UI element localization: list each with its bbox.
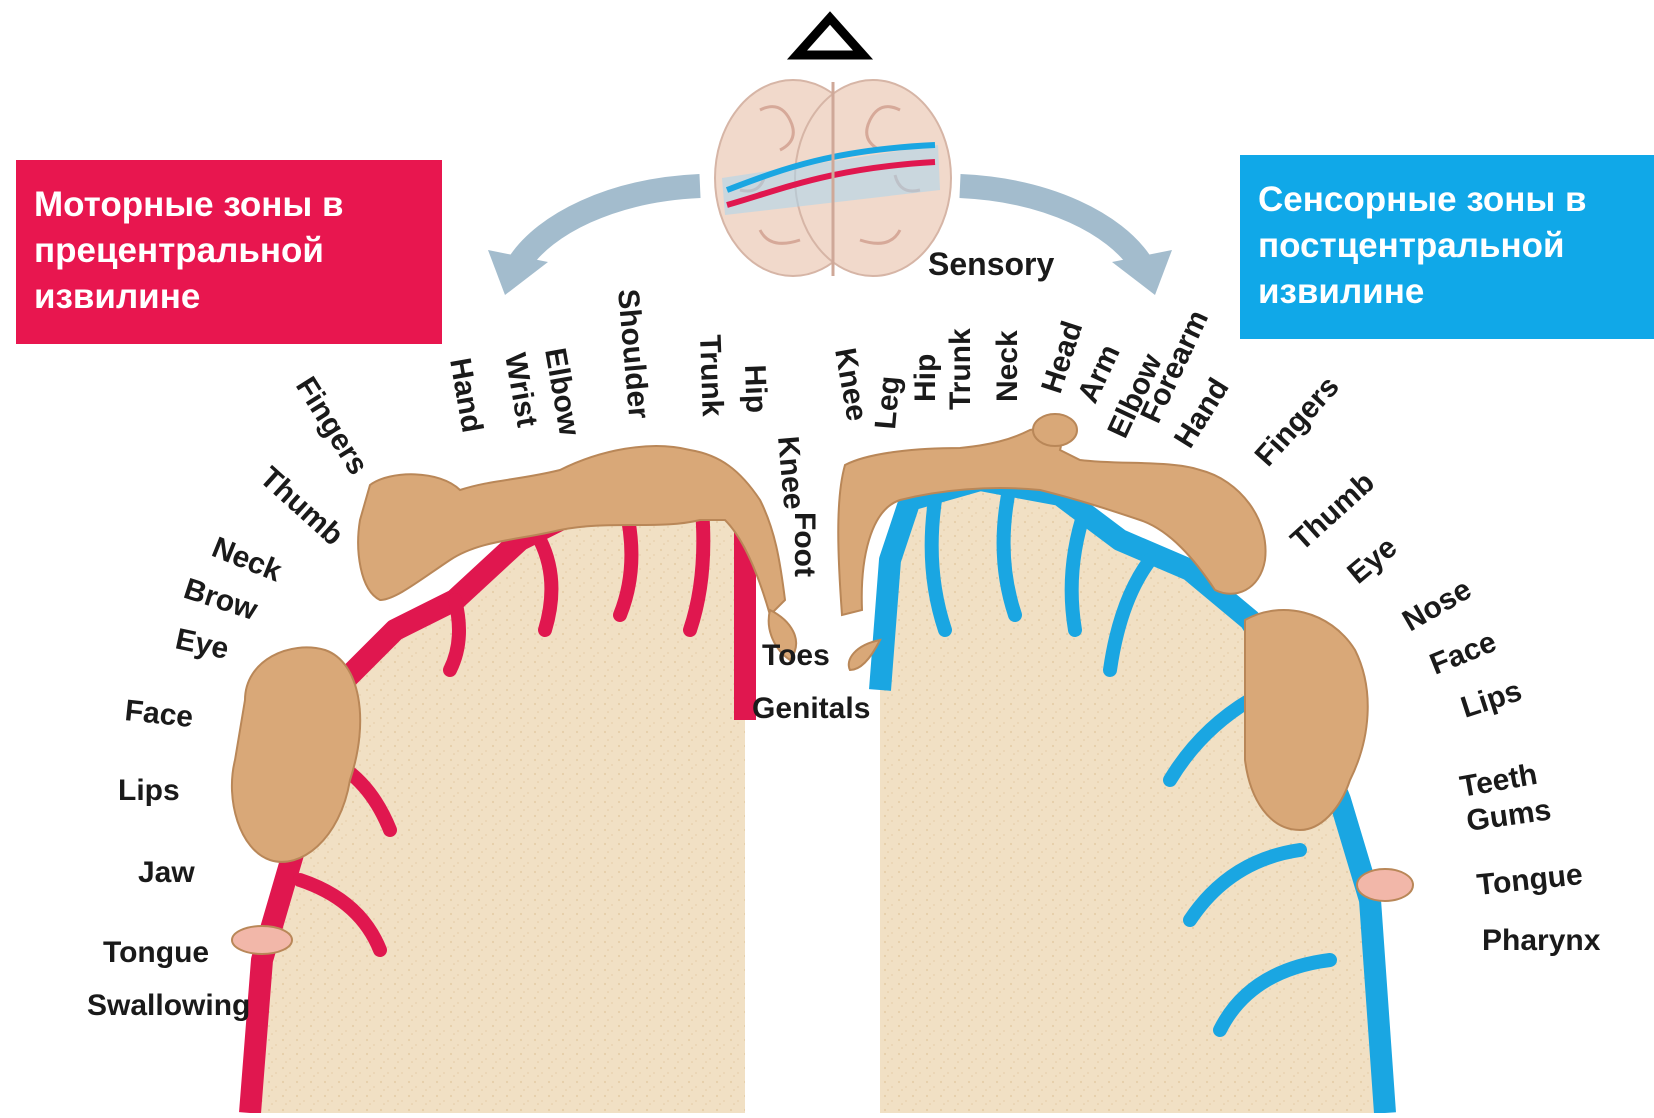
- motor-label-trunk: Trunk: [693, 334, 729, 417]
- sensory-label-fingers: Fingers: [1249, 370, 1346, 473]
- motor-label-wrist: Wrist: [498, 350, 543, 429]
- sensory-label-leg: Leg: [869, 375, 907, 431]
- sensory-label-tongue: Tongue: [1475, 858, 1584, 902]
- motor-box-line-2: прецентральной: [34, 228, 424, 274]
- motor-zones-box: Моторные зоны в прецентральной извилине: [16, 160, 442, 344]
- sensory-label-face: Face: [1425, 625, 1501, 681]
- motor-label-eye: Eye: [173, 623, 232, 666]
- motor-label-hip: Hip: [738, 364, 773, 413]
- motor-label-brow: Brow: [180, 572, 262, 627]
- motor-box-line-3: извилине: [34, 274, 424, 320]
- motor-label-toes: Toes: [762, 639, 830, 672]
- sensory-label-lips: Lips: [1457, 674, 1526, 724]
- sensory-box-line-1: Сенсорные зоны в: [1258, 177, 1636, 223]
- motor-label-thumb: Thumb: [253, 461, 349, 552]
- motor-label-foot: Foot: [788, 512, 821, 577]
- motor-label-swallowing: Swallowing: [87, 989, 250, 1022]
- motor-label-tongue: Tongue: [103, 936, 209, 969]
- sensory-zones-box: Сенсорные зоны в постцентральной извилин…: [1240, 155, 1654, 339]
- motor-label-face: Face: [123, 694, 194, 734]
- motor-label-neck: Neck: [207, 531, 286, 589]
- sensory-label-trunk: Trunk: [944, 328, 977, 410]
- sensory-box-line-3: извилине: [1258, 269, 1636, 315]
- motor-label-elbow: Elbow: [538, 345, 586, 438]
- motor-label-knee: Knee: [771, 435, 810, 511]
- triangle-icon: [797, 18, 863, 55]
- sensory-label-genitals: Genitals: [752, 692, 870, 725]
- sensory-label-pharynx: Pharynx: [1482, 924, 1601, 957]
- sensory-label-knee: Knee: [828, 345, 873, 423]
- sensory-box-line-2: постцентральной: [1258, 223, 1636, 269]
- curved-arrow-left-icon: [488, 186, 700, 295]
- sensory-label-hip: Hip: [909, 354, 942, 402]
- motor-label-hand: Hand: [443, 355, 489, 435]
- sensory-label-nose: Nose: [1397, 573, 1477, 638]
- motor-label-lips: Lips: [118, 774, 180, 807]
- sensory-label-neck: Neck: [991, 330, 1024, 402]
- motor-label-fingers: Fingers: [289, 371, 374, 480]
- brain-top-view-icon: [715, 80, 951, 276]
- motor-label-shoulder: Shoulder: [611, 288, 655, 421]
- sensory-label-eye: Eye: [1341, 531, 1403, 591]
- motor-label-jaw: Jaw: [138, 856, 195, 889]
- motor-box-line-1: Моторные зоны в: [34, 182, 424, 228]
- sensory-title: Sensory: [928, 246, 1054, 282]
